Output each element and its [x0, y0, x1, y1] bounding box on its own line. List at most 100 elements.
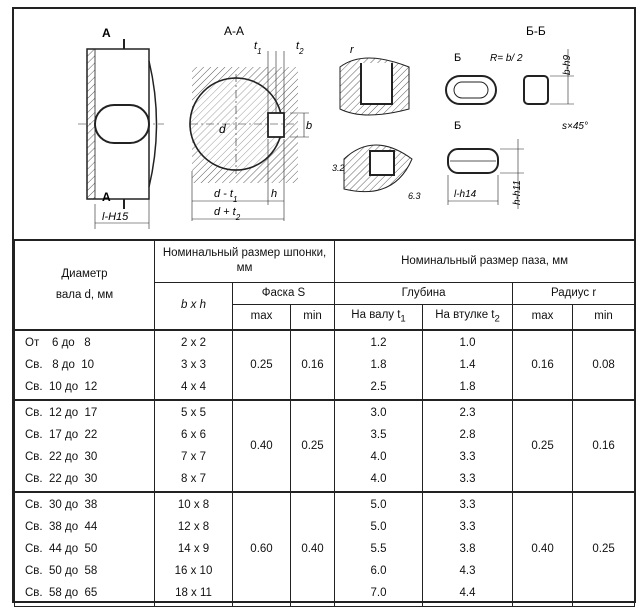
table-cell-line: 16 x 10: [174, 565, 213, 578]
table-cell-line: Св. 50 до 58: [25, 565, 98, 578]
r-min-cell: 0.25: [572, 491, 636, 607]
diameter-cell: От 6 до 8 Св. 8 до 10 Св. 10 до 12: [14, 329, 155, 401]
section-aa-label: А-А: [224, 24, 244, 38]
table-cell-line: 1.8: [459, 381, 476, 393]
table-cell-line: 4.0: [370, 473, 387, 485]
table-cell-line: Св. 8 до 10: [25, 359, 95, 371]
table-cell-line: Св. 17 до 22: [25, 429, 98, 441]
s-min-cell: 0.40: [289, 491, 336, 607]
table-cell-line: 18 x 11: [175, 587, 212, 600]
table-cell-line: Св. 58 до 65: [25, 587, 98, 600]
r-max-cell: 0.25: [512, 399, 574, 493]
header-slot-size: Номинальный размер паза, мм: [334, 239, 636, 283]
table-cell-line: 2.5: [370, 381, 387, 393]
table-cell-line: 3.0: [370, 407, 387, 419]
view-a-label: А: [102, 26, 111, 40]
table-cell-line: 12 x 8: [177, 521, 210, 534]
t2-label: t: [296, 40, 300, 52]
table-cell-line: 7 x 7: [181, 451, 206, 463]
b-h9-label: b-h9: [562, 55, 573, 75]
view-a-dim: l-H15: [102, 211, 129, 223]
t1-cell: 1.2 1.8 2.5: [334, 329, 424, 401]
table-cell-line: 5.0: [370, 499, 387, 512]
t1-label: t: [254, 40, 258, 52]
r-label: r: [350, 44, 355, 56]
table-cell-line: 3.3: [459, 473, 476, 485]
header-bxh: b x h: [154, 281, 233, 331]
b-label: b: [306, 120, 312, 132]
table-cell-line: От 6 до 8: [25, 337, 91, 349]
header-chamfer: Фаска S: [231, 281, 336, 305]
svg-text:d + t2: d + t2: [214, 206, 241, 222]
table-cell-line: 3 x 3: [181, 359, 206, 371]
table-cell-line: 14 x 9: [177, 543, 210, 556]
l-h14-label: l-h14: [454, 189, 477, 200]
header-s-min: min: [289, 303, 336, 331]
table-cell-line: 5 x 5: [181, 407, 206, 419]
header-r-max: max: [512, 303, 574, 331]
table-cell-line: 5.0: [370, 521, 387, 534]
table-group-row: Св. 30 до 38 Св. 38 до 44 Св. 44 до 50 Св. …: [14, 491, 636, 607]
r-min-cell: 0.16: [572, 399, 636, 493]
header-on-shaft: На валу t1: [334, 303, 424, 331]
table-cell-line: Св. 22 до 30: [25, 451, 98, 463]
table-cell-line: 4.0: [370, 451, 387, 463]
table-cell-line: Св. 22 до 30: [25, 473, 98, 485]
document-frame: А А l-H15 А-А t1 t2 d b: [12, 7, 636, 607]
r-min-cell: 0.08: [572, 329, 636, 401]
roughness-2: 6.3: [408, 191, 421, 201]
table-cell-line: 1.0: [459, 337, 476, 349]
table-cell-line: Св. 30 до 38: [25, 499, 98, 512]
t2-cell: 1.0 1.4 1.8: [422, 329, 514, 401]
r-max-cell: 0.40: [512, 491, 574, 607]
detail-r: r 3.2 6.3: [332, 44, 421, 201]
table-cell-line: 5.5: [370, 543, 387, 556]
table-cell-line: 4.4: [459, 587, 476, 600]
table-cell-line: Св. 38 до 44: [25, 521, 98, 534]
table-cell-line: Св. 44 до 50: [25, 543, 98, 556]
r-eq-label: R= b/ 2: [490, 53, 523, 64]
view-a-label-bottom: А: [102, 190, 111, 204]
table-cell-line: 6.0: [370, 565, 387, 578]
table-cell-line: 4.3: [459, 565, 476, 578]
technical-drawing: А А l-H15 А-А t1 t2 d b: [78, 24, 588, 229]
table-cell-line: 1.2: [370, 337, 387, 349]
bb-bottom: Б: [454, 120, 461, 132]
section-bb-label: Б-Б: [526, 24, 546, 38]
table-cell-line: 1.8: [370, 359, 387, 371]
s-max-cell: 0.60: [232, 491, 291, 607]
table-cell-line: Св. 12 до 17: [25, 407, 98, 419]
h-h11-label: h-h11: [512, 180, 523, 205]
table-cell-line: Св. 10 до 12: [25, 381, 98, 393]
section-aa: А-А t1 t2 d b h d - t1 d + t2: [189, 24, 312, 222]
table-cell-line: 1.4: [459, 359, 476, 371]
table-cell-line: 10 x 8: [177, 499, 210, 512]
bxh-cell: 10 x 8 12 x 8 14 x 9 16 x 10 18 x 11: [154, 491, 233, 607]
header-on-hub: На втулке t2: [422, 303, 514, 331]
table-cell-line: 8 x 7: [181, 473, 206, 485]
table-cell-line: 3.3: [459, 499, 476, 512]
table-cell-line: 4 x 4: [181, 381, 206, 393]
bb-top: Б: [454, 52, 461, 64]
s-min-cell: 0.16: [289, 329, 336, 401]
table-cell-line: 3.3: [459, 521, 476, 534]
key-dimensions-table: Диаметр вала d, мм Номинальный размер шп…: [14, 239, 636, 607]
table-cell-line: 3.3: [459, 451, 476, 463]
header-diameter: Диаметр вала d, мм: [14, 239, 155, 331]
table-cell-line: 2.8: [459, 429, 476, 441]
svg-text:d - t1: d - t1: [214, 188, 237, 204]
header-r-min: min: [572, 303, 636, 331]
s-max-cell: 0.40: [232, 399, 291, 493]
svg-text:t1: t1: [254, 40, 262, 56]
s45-label: s×45°: [562, 121, 588, 132]
diameter-cell: Св. 12 до 17 Св. 17 до 22 Св. 22 до 30 Св. …: [14, 399, 155, 493]
header-s-max: max: [232, 303, 291, 331]
